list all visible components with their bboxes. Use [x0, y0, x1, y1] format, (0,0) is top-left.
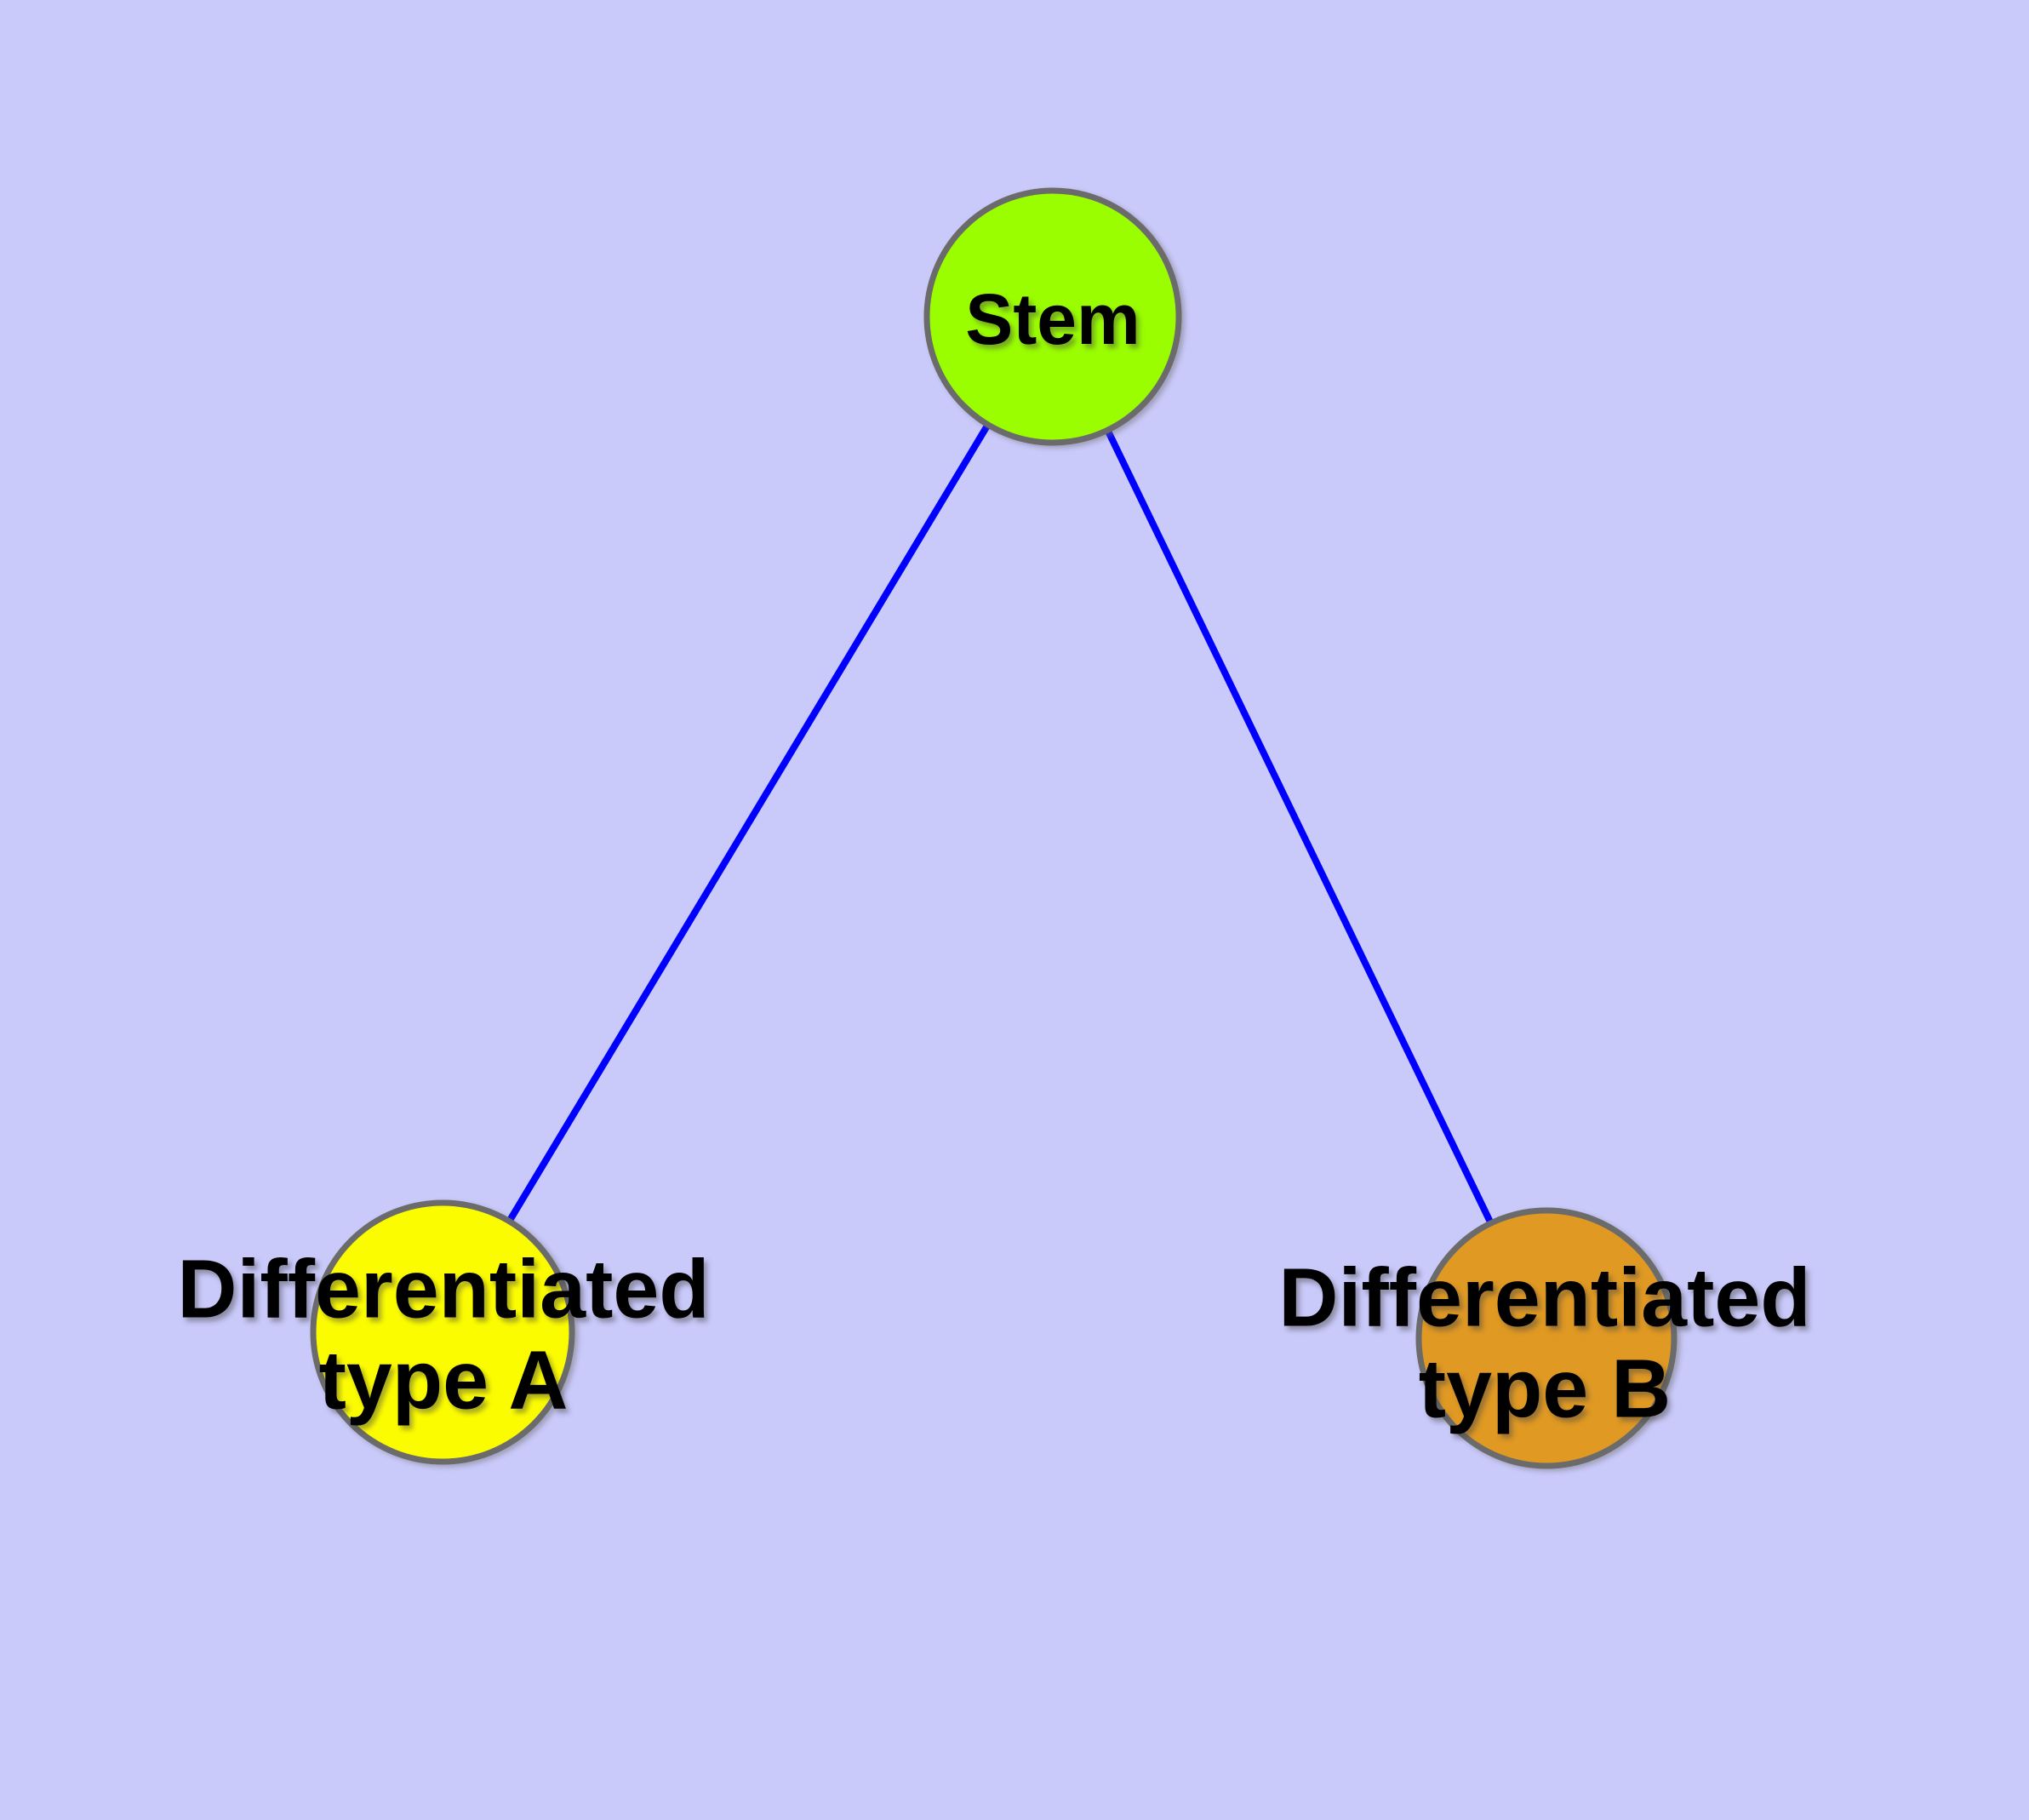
edge-stem-to-type-b [1049, 315, 1550, 1340]
edge-stem-to-type-a [439, 314, 1056, 1335]
node-differentiated-type-a-circle [310, 1199, 575, 1465]
node-differentiated-type-b-circle [1415, 1207, 1677, 1469]
node-stem-circle [923, 187, 1182, 446]
